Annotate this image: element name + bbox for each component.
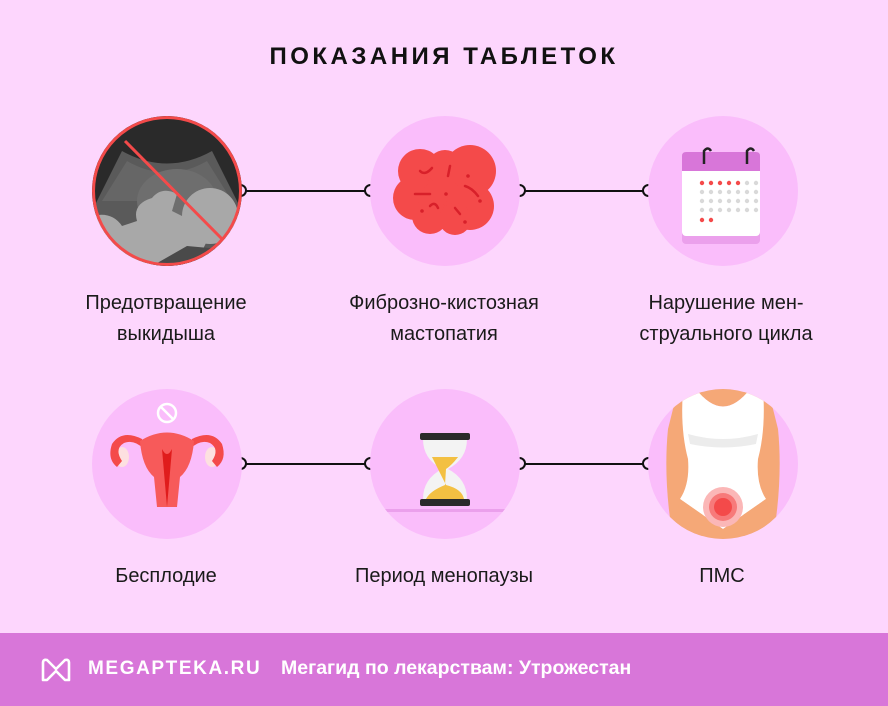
page-title: ПОКАЗАНИЯ ТАБЛЕТОК	[269, 43, 619, 70]
megapteka-logo-icon	[41, 658, 71, 682]
footer-subtitle: Мегагид по лекарствам: Утрожестан	[281, 657, 632, 679]
body-pain-icon	[666, 389, 780, 539]
label-line: Предотвращение	[85, 292, 247, 314]
indication-circle-pms	[648, 389, 798, 539]
label-line: ПМС	[699, 565, 745, 587]
calendar-icon	[682, 147, 760, 244]
indication-circle-infertility	[92, 389, 242, 539]
indication-label-pms: ПМС	[592, 561, 852, 592]
label-line: мастопатия	[390, 323, 498, 345]
ultrasound-crossed-icon	[92, 116, 242, 266]
connector-line	[245, 463, 370, 465]
indication-circle-miscarriage	[92, 116, 242, 266]
indication-circle-menopause	[370, 389, 520, 539]
indication-label-mastopathy: Фиброзно-кистозная мастопатия	[314, 288, 574, 350]
label-line: Фиброзно-кистозная	[349, 292, 539, 314]
indication-label-menopause: Период менопаузы	[314, 561, 574, 592]
label-line: выкидыша	[116, 323, 216, 345]
label-line: Бесплодие	[115, 565, 217, 587]
indication-circle-menstrual	[648, 116, 798, 266]
label-line: Нарушение мен-	[648, 292, 804, 314]
hourglass-icon	[370, 433, 520, 512]
fibrous-tissue-icon	[393, 145, 496, 235]
connector-line	[523, 463, 648, 465]
connector-line	[523, 190, 648, 192]
indication-label-menstrual: Нарушение мен- струального цикла	[596, 288, 856, 350]
indication-circle-mastopathy	[370, 116, 520, 266]
label-line: струального цикла	[639, 323, 813, 345]
label-line: Период менопаузы	[354, 565, 534, 587]
brand-name[interactable]: MEGAPTEKA.RU	[88, 658, 262, 679]
indication-label-infertility: Бесплодие	[36, 561, 296, 592]
indication-label-miscarriage: Предотвращение выкидыша	[36, 288, 296, 350]
connector-line	[245, 190, 370, 192]
footer-bar: MEGAPTEKA.RU Мегагид по лекарствам: Утро…	[0, 633, 888, 706]
uterus-prohibited-icon	[110, 402, 224, 507]
